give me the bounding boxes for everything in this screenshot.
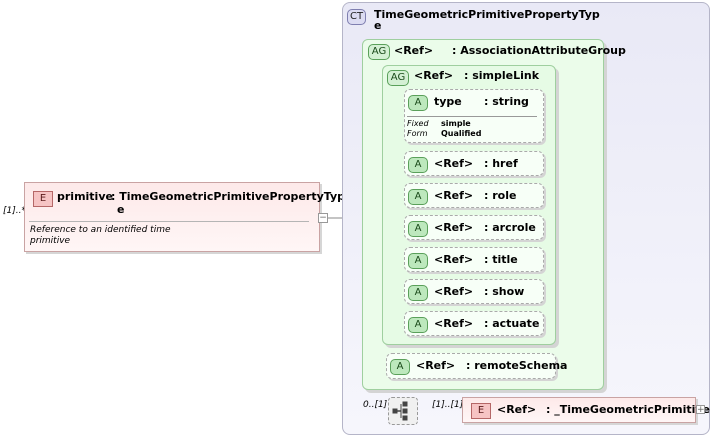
attribute-group-ref: <Ref> xyxy=(394,44,434,57)
attribute-ref: <Ref> xyxy=(434,189,474,202)
fixed-value: simple xyxy=(441,119,471,128)
primitive-element-box[interactable]: E primitive : TimeGeometricPrimitiveProp… xyxy=(24,182,345,252)
attribute-role[interactable]: A <Ref> : role xyxy=(404,183,544,208)
attribute-badge: A xyxy=(408,221,428,237)
attribute-ref: <Ref> xyxy=(434,221,474,234)
complex-type-badge: CT xyxy=(347,9,367,25)
collapse-button[interactable]: − xyxy=(318,213,328,223)
element-badge: E xyxy=(33,191,53,207)
form-value: Qualified xyxy=(441,129,482,138)
form-label: Form xyxy=(407,129,428,138)
child-element-name: : _TimeGeometricPrimitive xyxy=(546,403,711,416)
primitive-multiplicity: [1]..* xyxy=(3,206,26,216)
attribute-group-name: : AssociationAttributeGroup xyxy=(452,44,626,57)
attribute-group-badge: AG xyxy=(368,44,390,60)
type-attribute-type: : string xyxy=(484,95,529,108)
attribute-badge: A xyxy=(390,359,410,375)
attribute-remote-schema[interactable]: A <Ref> : remoteSchema xyxy=(386,353,567,379)
attribute-badge: A xyxy=(408,157,428,173)
type-attribute-box[interactable]: A type : string Fixed simple Form Qualif… xyxy=(404,89,544,143)
attribute-badge: A xyxy=(408,189,428,205)
attribute-href[interactable]: A <Ref> : href xyxy=(404,151,544,176)
attribute-name: : href xyxy=(484,157,518,170)
type-attribute-badge: A xyxy=(408,95,428,111)
primitive-description-line1: Reference to an identified time xyxy=(30,225,171,235)
expand-button[interactable]: + xyxy=(696,405,705,415)
primitive-name: primitive xyxy=(57,190,113,203)
attribute-show[interactable]: A <Ref> : show xyxy=(404,279,544,304)
complex-type-name-line1: TimeGeometricPrimitivePropertyTyp xyxy=(374,8,600,21)
attribute-name: : role xyxy=(484,189,517,202)
attribute-actuate[interactable]: A <Ref> : actuate xyxy=(404,311,544,336)
attribute-ref: <Ref> xyxy=(434,317,474,330)
attribute-name: : remoteSchema xyxy=(466,359,568,372)
primitive-type-line1: : TimeGeometricPrimitivePropertyTyp xyxy=(111,190,345,203)
attribute-title[interactable]: A <Ref> : title xyxy=(404,247,544,272)
fixed-label: Fixed xyxy=(407,119,429,128)
attribute-ref: <Ref> xyxy=(434,157,474,170)
attribute-name: : actuate xyxy=(484,317,540,330)
attribute-name: : arcrole xyxy=(484,221,536,234)
child-element-ref: <Ref> xyxy=(497,403,537,416)
attribute-name: : title xyxy=(484,253,518,266)
attribute-badge: A xyxy=(408,317,428,333)
child-multiplicity: [1]..[1] xyxy=(432,400,464,410)
attribute-name: : show xyxy=(484,285,525,298)
sequence-icon xyxy=(392,401,408,421)
attribute-badge: A xyxy=(408,253,428,269)
simplelink-badge: AG xyxy=(387,70,409,86)
attribute-arcrole[interactable]: A <Ref> : arcrole xyxy=(404,215,544,240)
attribute-badge: A xyxy=(408,285,428,301)
primitive-description-line2: primitive xyxy=(30,236,71,246)
complex-type-name-line2: e xyxy=(374,19,382,32)
child-element-badge: E xyxy=(471,403,491,419)
type-attribute-divider xyxy=(407,116,537,117)
sequence-multiplicity: 0..[1] xyxy=(363,400,388,410)
attribute-ref: <Ref> xyxy=(434,285,474,298)
type-attribute-name: type xyxy=(434,95,462,108)
attribute-ref: <Ref> xyxy=(416,359,456,372)
simplelink-name: : simpleLink xyxy=(464,69,540,82)
primitive-type-line2: e xyxy=(117,203,125,216)
sequence-compositor[interactable] xyxy=(388,397,418,425)
primitive-divider xyxy=(29,221,309,222)
attribute-ref: <Ref> xyxy=(434,253,474,266)
child-element-box[interactable]: E <Ref> : _TimeGeometricPrimitive xyxy=(462,397,710,423)
simplelink-ref: <Ref> xyxy=(414,69,454,82)
